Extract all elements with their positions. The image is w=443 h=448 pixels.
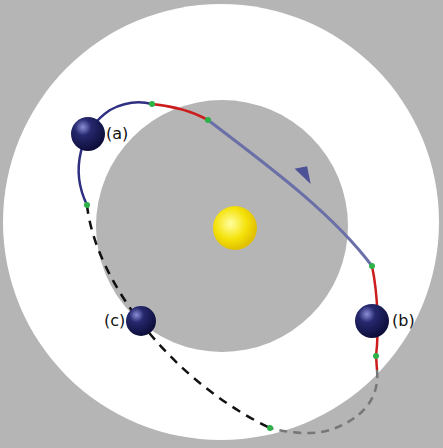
marker-dots bbox=[84, 101, 379, 431]
planet-label: (a) bbox=[106, 126, 128, 142]
dashed-path-grey bbox=[270, 370, 377, 433]
planet bbox=[355, 304, 389, 338]
sun bbox=[213, 206, 257, 250]
arrow-head bbox=[293, 165, 313, 184]
planet-label: (c) bbox=[104, 313, 125, 329]
transfer-line bbox=[208, 120, 372, 266]
planet bbox=[71, 117, 105, 151]
outer-region bbox=[3, 4, 439, 440]
planet-label: (b) bbox=[392, 313, 415, 329]
planet bbox=[126, 306, 156, 336]
orbit-segment bbox=[152, 104, 208, 120]
inner-region bbox=[96, 100, 348, 352]
dashed-path bbox=[87, 205, 270, 428]
